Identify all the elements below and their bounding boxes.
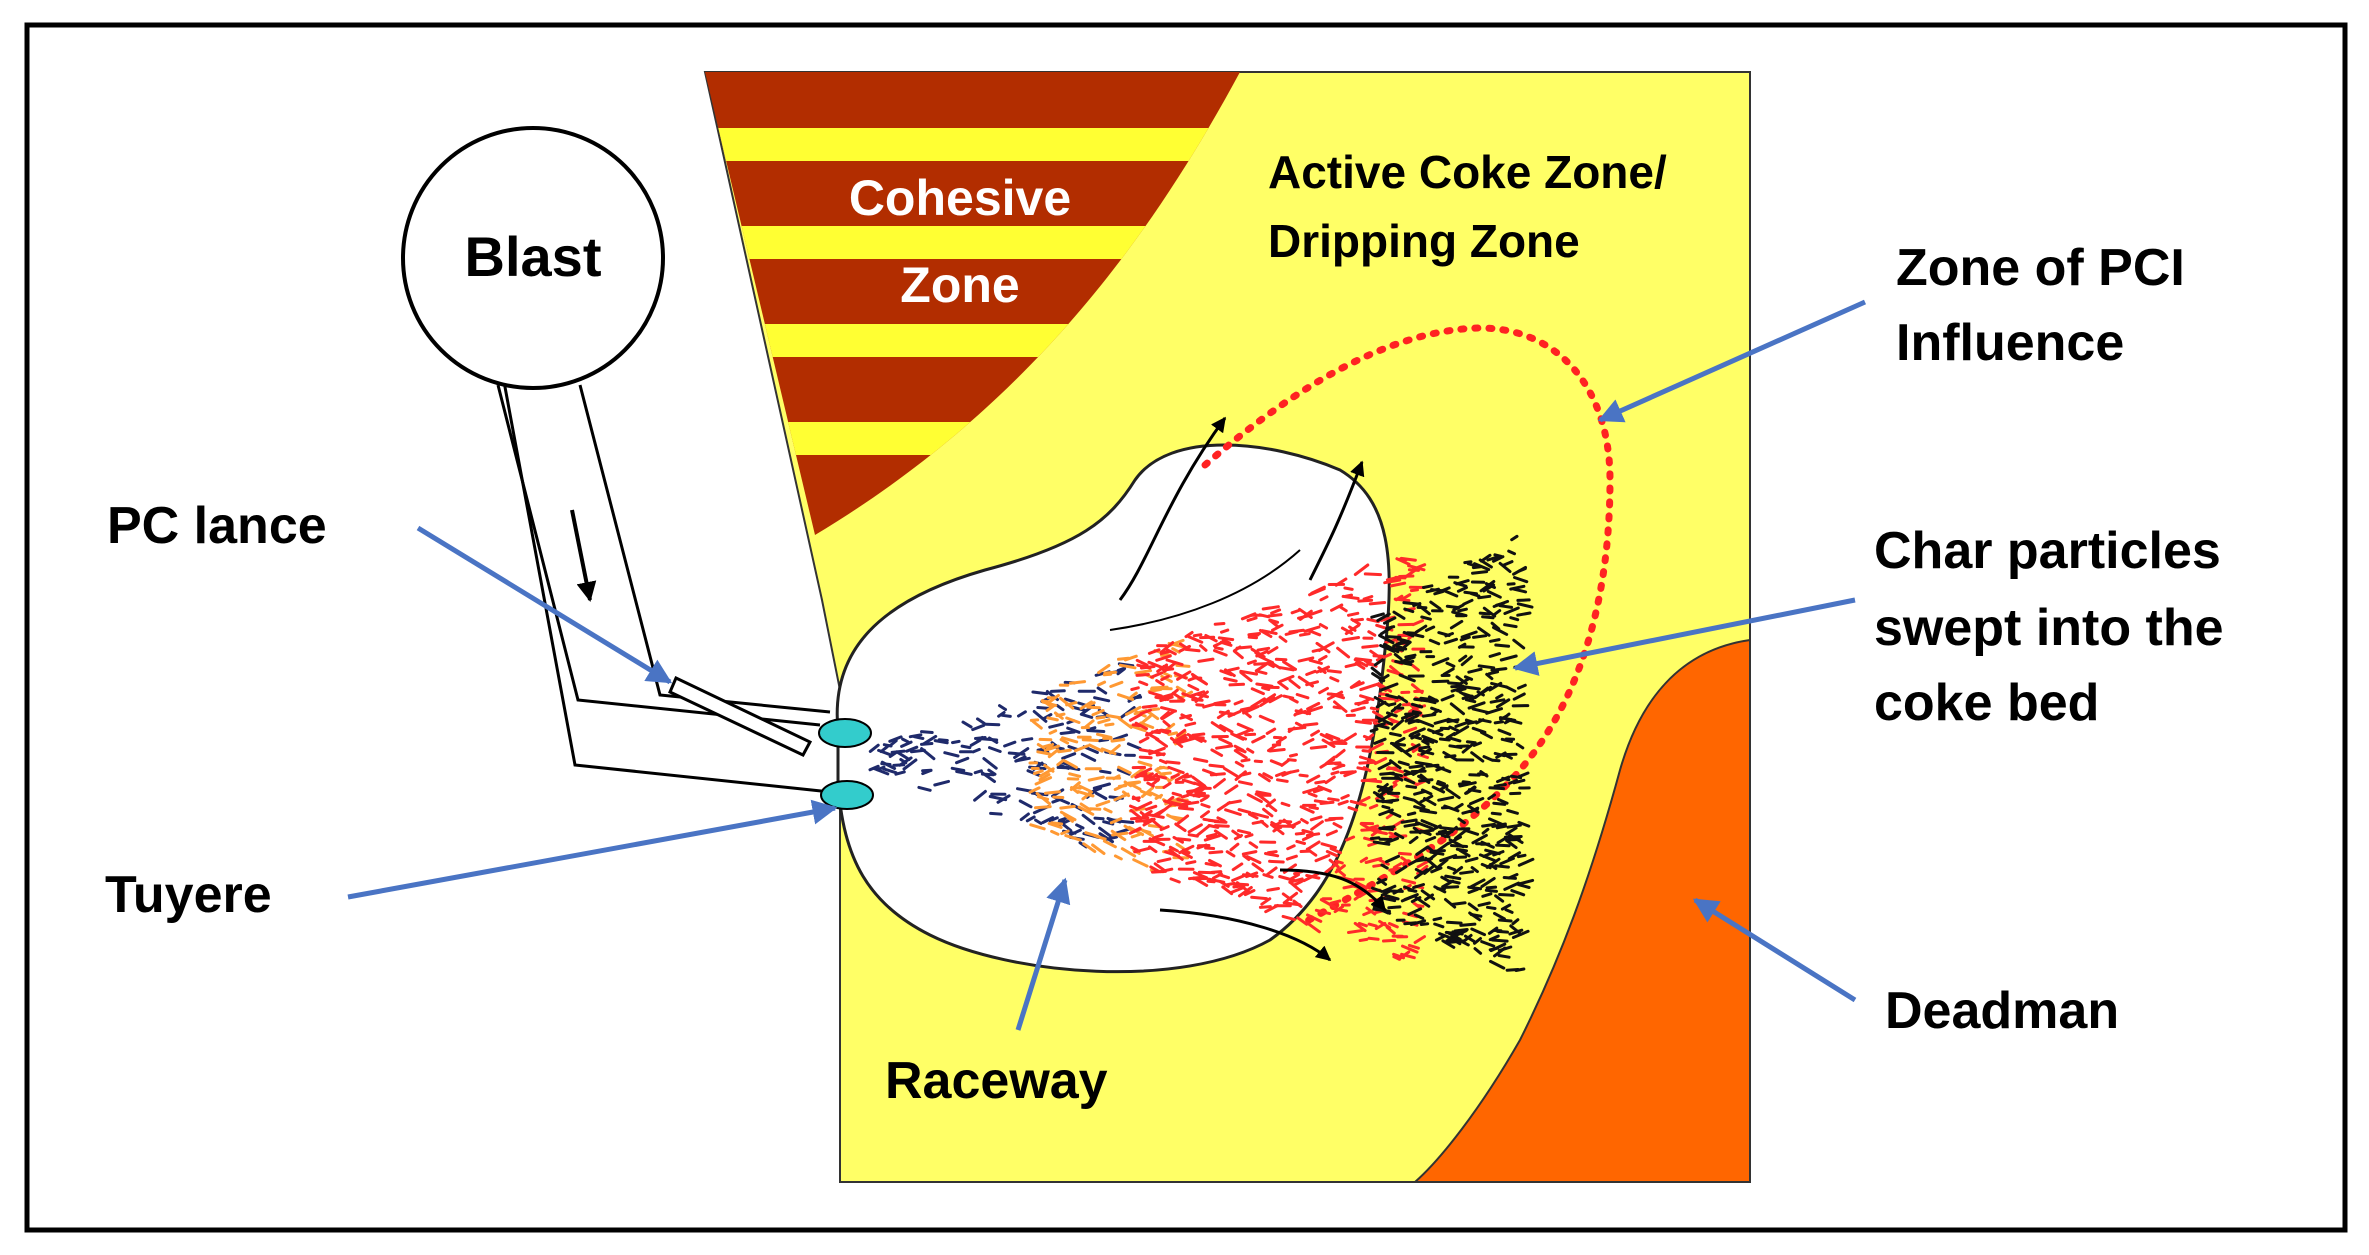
pci-zone-label-line1: Zone of PCI [1896,239,2185,297]
pc-lance-label: PC lance [107,497,327,555]
deadman-region [1412,638,1751,1183]
deadman-label: Deadman [1885,982,2119,1040]
char-particles-label-line1: Char particles [1874,522,2221,580]
tuyere-nozzle-lower [820,780,874,810]
raceway-label: Raceway [885,1052,1108,1110]
blast-circle [401,126,665,390]
active-coke-zone-label-line1: Active Coke Zone/ [1268,146,1667,198]
coal-particles-orange [1028,638,1193,874]
tuyere-label: Tuyere [105,866,272,924]
pc-lance [668,675,813,757]
char-particles-label-line2: swept into the [1874,599,2224,657]
particle-streams [868,534,1535,972]
char-particles-label-line3: coke bed [1874,674,2099,732]
pci-zone-label-line2: Influence [1896,314,2124,372]
char-particles-black [1369,534,1535,972]
active-coke-zone-label-line2: Dripping Zone [1268,215,1580,267]
burning-particles-red [1128,556,1432,961]
blast-label: Blast [465,225,602,288]
pointer-arrows [347,299,1867,1031]
pci-influence-boundary [1201,324,1614,929]
coal-particles-navy [868,662,1143,849]
gas-flow-arrows [1109,416,1387,962]
blast-flow-arrow [570,509,597,602]
cohesive-zone-label-line1: Cohesive [849,170,1071,226]
tuyere-nozzle-upper [818,718,872,748]
cohesive-zone-label-line2: Zone [900,257,1019,313]
raceway-cavity [835,443,1391,974]
